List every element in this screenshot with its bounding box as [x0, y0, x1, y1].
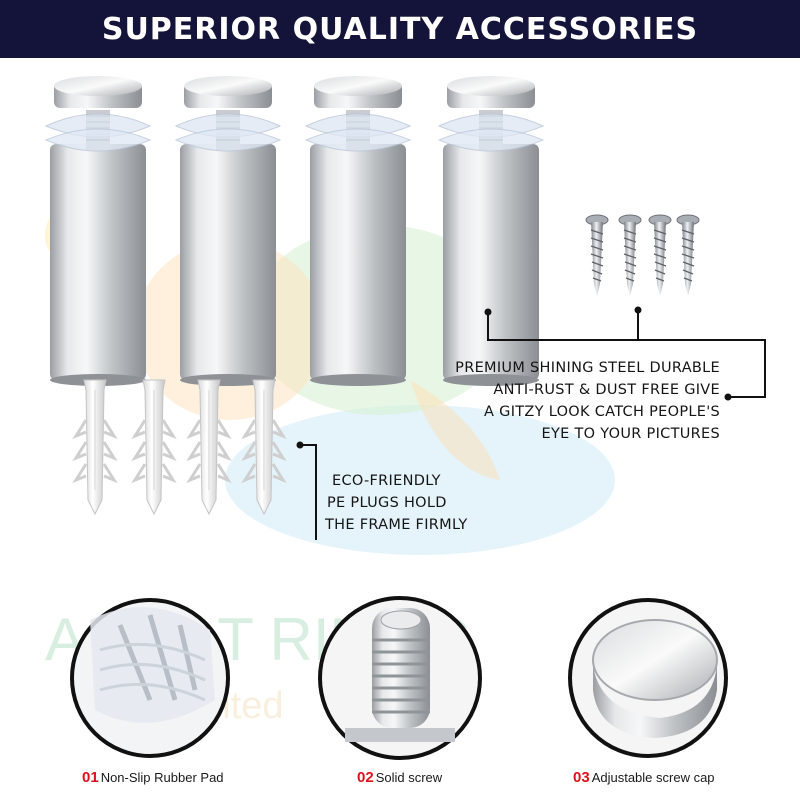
plugs-callout-line: PE PLUGS HOLD — [327, 495, 447, 511]
steel-callout-line: A GITZY LOOK CATCH PEOPLE'S — [484, 404, 720, 420]
feature-text: Non-Slip Rubber Pad — [100, 770, 224, 785]
steel-callout: PREMIUM SHINING STEEL DURABLE ANTI-RUST … — [420, 357, 720, 445]
feature-text: Adjustable screw cap — [591, 770, 715, 785]
header-banner: SUPERIOR QUALITY ACCESSORIES — [0, 0, 800, 58]
steel-callout-line: PREMIUM SHINING STEEL DURABLE — [455, 360, 720, 376]
plugs-callout: ECO-FRIENDLY PE PLUGS HOLD THE FRAME FIR… — [322, 470, 522, 536]
feature-number: 02 — [357, 769, 374, 786]
page-title: SUPERIOR QUALITY ACCESSORIES — [101, 11, 699, 47]
detail-screw-cap — [568, 598, 728, 758]
detail-rubber-pad — [70, 598, 230, 758]
feature-number: 03 — [573, 769, 590, 786]
steel-callout-line: ANTI-RUST & DUST FREE GIVE — [493, 382, 720, 398]
detail-solid-screw — [318, 596, 482, 760]
plugs-callout-line: ECO-FRIENDLY — [332, 473, 441, 489]
plugs-callout-line: THE FRAME FIRMLY — [325, 517, 468, 533]
feature-text: Solid screw — [375, 770, 443, 785]
feature-number: 01 — [82, 769, 99, 786]
steel-callout-line: EYE TO YOUR PICTURES — [541, 426, 720, 442]
